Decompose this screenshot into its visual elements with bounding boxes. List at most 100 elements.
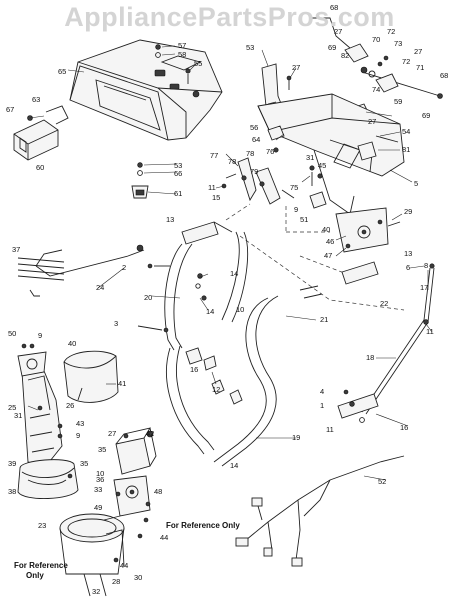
- callout-82: 82: [341, 51, 349, 60]
- callout-54: 54: [402, 127, 410, 136]
- callout-69-top: 69: [328, 43, 336, 52]
- callout-21: 21: [320, 315, 328, 324]
- callout-61: 61: [174, 189, 182, 198]
- callout-9-panel: 9: [294, 205, 298, 214]
- upper-handle-right: [221, 231, 249, 323]
- callout-60: 60: [36, 163, 44, 172]
- throttle-cable: [17, 244, 145, 297]
- callout-77: 77: [210, 151, 218, 160]
- callout-66: 66: [174, 169, 182, 178]
- upper-handle-left: [164, 243, 193, 351]
- handle-grips: [181, 221, 379, 285]
- callout-71: 71: [416, 63, 424, 72]
- callout-2: 2: [122, 263, 126, 272]
- callout-43: 43: [76, 419, 84, 428]
- console-fasteners: [131, 162, 149, 199]
- chute-base-reference: [59, 513, 125, 597]
- callout-49: 49: [94, 503, 102, 512]
- callout-16: 16: [400, 423, 408, 432]
- callout-10-chute: 10: [96, 469, 104, 478]
- callout-28: 28: [112, 577, 120, 586]
- callout-78-a: 78: [228, 157, 236, 166]
- callout-35-a: 35: [98, 445, 106, 454]
- callout-53-top: 53: [246, 43, 254, 52]
- callout-11-lower: 11: [326, 425, 334, 434]
- callout-27-lever: 27: [292, 63, 300, 72]
- callout-9-chute-b: 9: [76, 431, 80, 440]
- callout-53-console: 53: [174, 161, 182, 170]
- callout-18: 18: [366, 353, 374, 362]
- callout-labels: 68 27 70 72 73 69 82 72 27 71 68 74 69 5…: [6, 3, 448, 596]
- callout-15: 15: [212, 193, 220, 202]
- callout-65: 65: [58, 67, 66, 76]
- callout-20: 20: [144, 293, 152, 302]
- headlight-assembly: [13, 105, 69, 161]
- callout-11-panel: 11: [208, 183, 216, 192]
- callout-13-left: 13: [166, 215, 174, 224]
- callout-72-top: 72: [387, 27, 395, 36]
- callout-40-chute: 40: [68, 339, 76, 348]
- control-panel-bracket: [257, 93, 405, 215]
- callout-70: 70: [372, 35, 380, 44]
- reference-note-middle: For Reference Only: [166, 521, 240, 530]
- callout-25: 25: [8, 403, 16, 412]
- callout-35-b: 35: [80, 459, 88, 468]
- callout-68-right: 68: [440, 71, 448, 80]
- callout-11-rod: 11: [426, 327, 434, 336]
- callout-51: 51: [300, 215, 308, 224]
- callout-19: 19: [292, 433, 300, 442]
- callout-74: 74: [372, 85, 380, 94]
- callout-67: 67: [6, 105, 14, 114]
- control-levers: [221, 157, 295, 205]
- callout-31-panel: 31: [306, 153, 314, 162]
- callout-24: 24: [96, 283, 104, 292]
- leader-lines: [27, 45, 433, 481]
- callout-79: 79: [250, 167, 258, 176]
- lower-handle-left: [166, 345, 215, 455]
- callout-4: 4: [320, 387, 324, 396]
- callout-33: 33: [94, 485, 102, 494]
- callout-39: 39: [8, 459, 16, 468]
- callout-58: 58: [178, 50, 186, 59]
- dash-panel-console: [69, 39, 223, 141]
- handle-hardware: [137, 263, 243, 405]
- callout-44-a: 44: [160, 533, 168, 542]
- callout-64: 64: [252, 135, 260, 144]
- panel-fasteners: [309, 165, 327, 209]
- callout-36: 36: [96, 475, 104, 484]
- chute-motor: [115, 427, 157, 475]
- console-hardware: [155, 44, 191, 84]
- callout-72-mid: 72: [402, 57, 410, 66]
- callout-29: 29: [404, 207, 412, 216]
- callout-30: 30: [134, 573, 142, 582]
- callout-3: 3: [114, 319, 118, 328]
- callout-56: 56: [250, 123, 258, 132]
- callout-81: 81: [402, 145, 410, 154]
- reference-note-left-line1: For Reference: [14, 561, 68, 570]
- callout-52: 52: [378, 477, 386, 486]
- callout-23: 23: [38, 521, 46, 530]
- callout-68-top: 68: [330, 3, 338, 12]
- callout-27-right: 27: [414, 47, 422, 56]
- callout-31-chute: 31: [14, 411, 22, 420]
- callout-14-lower: 14: [230, 461, 238, 470]
- watermark: AppliancePartsPros.com: [64, 2, 395, 32]
- chute-ring: [17, 459, 79, 500]
- assembly-dashed-lines: [225, 203, 405, 311]
- callout-41: 41: [118, 379, 126, 388]
- callout-27-panel: 27: [368, 117, 376, 126]
- callout-1: 1: [320, 401, 324, 410]
- callout-55: 55: [194, 59, 202, 68]
- callout-40-panel: 40: [322, 225, 330, 234]
- callout-9-chute-a: 9: [38, 331, 42, 340]
- callout-12: 12: [212, 385, 220, 394]
- reference-note-left-line2: Only: [26, 571, 44, 580]
- callout-13-right: 13: [404, 249, 412, 258]
- callout-37: 37: [12, 245, 20, 254]
- callout-8: 8: [424, 261, 428, 270]
- callout-63: 63: [32, 95, 40, 104]
- callout-48: 48: [154, 487, 162, 496]
- callout-57: 57: [178, 41, 186, 50]
- callout-17: 17: [420, 283, 428, 292]
